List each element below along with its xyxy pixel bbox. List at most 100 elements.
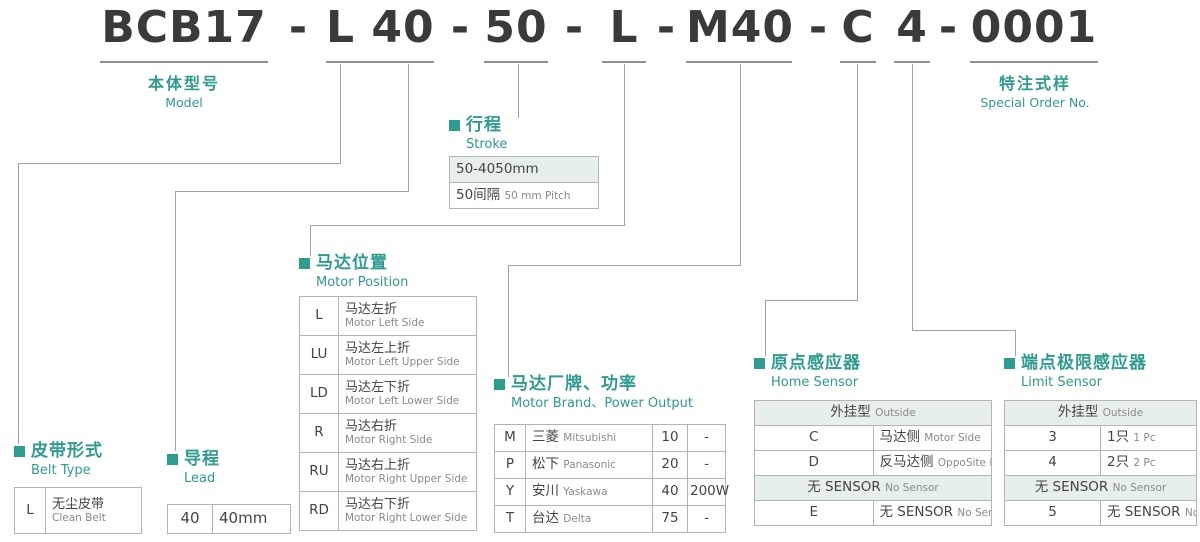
bullet-square-icon — [167, 453, 178, 465]
motor-brand-title-en: Motor Brand、Power Output — [511, 395, 694, 411]
home-sensor-group-en: No Sensor — [885, 482, 939, 495]
motor-brand-en: Mitsubishi — [563, 432, 617, 445]
code-separator: - — [564, 2, 584, 53]
motor-brand-title-zh: 马达厂牌、功率 — [511, 374, 637, 394]
motor-brand-section-title: 马达厂牌、功率 Motor Brand、Power Output — [494, 375, 693, 411]
code-segment-home-sensor: C — [840, 0, 876, 63]
home-sensor-group: 无 SENSOR — [807, 479, 881, 496]
limit-sensor-code: 4 — [1004, 450, 1101, 476]
motor-power-value: - — [687, 451, 726, 479]
leader-line — [340, 64, 341, 163]
motor-position-zh: 马达左上折 — [345, 341, 411, 357]
limit-sensor-group-en: Outside — [1102, 407, 1144, 420]
motor-position-zh: 马达右折 — [345, 419, 398, 435]
motor-power-code: 75 — [652, 505, 688, 533]
limit-sensor-table: 外挂型 Outside 3 1只 1 Pc 4 2只 2 Pc 无 SENSOR… — [1004, 400, 1197, 526]
home-sensor-title-en: Home Sensor — [771, 374, 859, 390]
model-label-zh: 本体型号 — [147, 74, 220, 93]
motor-position-code: RD — [299, 491, 339, 531]
limit-sensor-zh: 无 SENSOR — [1107, 504, 1181, 521]
leader-line — [175, 191, 409, 192]
leader-line — [408, 64, 409, 191]
motor-power-code: 20 — [652, 451, 688, 479]
home-sensor-en: OppoSite Motor Side — [937, 457, 991, 470]
lead-value: 40mm — [212, 504, 291, 534]
table-row: D 反马达侧 OppoSite Motor Side — [754, 450, 992, 476]
motor-position-en: Motor Left Lower Side — [345, 396, 460, 408]
motor-brand-zh: 三菱 — [532, 429, 559, 446]
leader-line — [912, 330, 1016, 331]
belt-type-title-en: Belt Type — [31, 462, 91, 478]
motor-position-en: Motor Left Side — [345, 318, 425, 330]
stroke-section-title: 行程 Stroke — [449, 116, 507, 152]
motor-position-en: Motor Left Upper Side — [345, 357, 460, 369]
belt-type-zh: 无尘皮带 — [52, 496, 105, 512]
leader-line — [508, 265, 509, 377]
code-separator: - — [288, 2, 308, 53]
table-row: Y 安川 Yaskawa 40 200W — [494, 478, 729, 506]
motor-brand-code: P — [494, 451, 526, 479]
stroke-table: 50-4050mm 50间隔 50 mm Pitch — [449, 156, 599, 209]
table-row: 外挂型 Outside — [754, 400, 992, 426]
lead-code: 40 — [167, 504, 213, 534]
belt-type-title-zh: 皮带形式 — [31, 441, 103, 461]
bullet-square-icon — [754, 357, 765, 369]
table-row: 3 1只 1 Pc — [1004, 425, 1197, 451]
code-segment-motor-position: L — [602, 0, 646, 63]
home-sensor-zh: 无 SENSOR — [879, 504, 954, 521]
motor-power-value: - — [687, 424, 726, 452]
motor-brand-en: Delta — [563, 513, 592, 526]
home-sensor-zh: 反马达侧 — [879, 454, 934, 471]
motor-position-zh: 马达右上折 — [345, 458, 411, 474]
bullet-square-icon — [449, 119, 460, 131]
motor-power-code: 10 — [652, 424, 688, 452]
leader-line — [310, 225, 625, 226]
limit-sensor-group-en: No Sensor — [1112, 482, 1167, 495]
leader-line — [765, 300, 766, 356]
home-sensor-section-title: 原点感应器 Home Sensor — [754, 354, 861, 390]
table-row: C 马达侧 Motor Side — [754, 425, 992, 451]
bullet-square-icon — [1004, 357, 1015, 369]
home-sensor-group: 外挂型 — [830, 404, 871, 421]
motor-position-en: Motor Right Upper Side — [345, 474, 468, 486]
table-row: 无 SENSOR No Sensor — [1004, 475, 1197, 501]
code-segment-belt-lead: L 40 — [326, 0, 434, 63]
limit-sensor-zh: 1只 — [1107, 429, 1130, 446]
motor-brand-zh: 松下 — [532, 456, 559, 473]
motor-position-en: Motor Right Side — [345, 435, 433, 447]
motor-brand-en: Yaskawa — [563, 486, 608, 499]
table-row: P 松下 Panasonic 20 - — [494, 451, 726, 479]
home-sensor-code: E — [754, 500, 874, 526]
special-order-label-zh: 特注式样 — [998, 74, 1071, 93]
table-row: 无 SENSOR No Sensor — [754, 475, 992, 501]
stroke-title-en: Stroke — [466, 136, 508, 152]
home-sensor-en: No Sensor — [957, 507, 990, 520]
lead-section-title: 导程 Lead — [167, 450, 220, 486]
leader-line — [18, 163, 341, 164]
motor-position-code: R — [299, 413, 339, 453]
lead-title-zh: 导程 — [184, 449, 220, 469]
special-order-label-en: Special Order No. — [980, 95, 1090, 111]
code-segment-limit-sensor: 4 — [894, 0, 930, 63]
home-sensor-title-zh: 原点感应器 — [771, 353, 861, 373]
home-sensor-code: D — [754, 450, 874, 476]
motor-brand-zh: 安川 — [532, 483, 559, 500]
leader-line — [508, 265, 741, 266]
motor-brand-code: M — [494, 424, 526, 452]
leader-line — [175, 191, 176, 451]
leader-line — [765, 300, 858, 301]
limit-sensor-section-title: 端点极限感应器 Limit Sensor — [1004, 354, 1147, 390]
code-segment-special-order: 0001 — [970, 0, 1098, 63]
table-row: 5 无 SENSOR No Sensor — [1004, 500, 1197, 526]
table-row: 40 40mm — [167, 504, 291, 534]
home-sensor-table: 外挂型 Outside C 马达侧 Motor Side D 反马达侧 Oppo… — [754, 400, 992, 526]
belt-type-section-title: 皮带形式 Belt Type — [14, 442, 103, 478]
motor-brand-table: M 三菱 Mitsubishi 10 - P 松下 Panasonic 20 -… — [494, 424, 729, 533]
table-row: 外挂型 Outside — [1004, 400, 1197, 426]
